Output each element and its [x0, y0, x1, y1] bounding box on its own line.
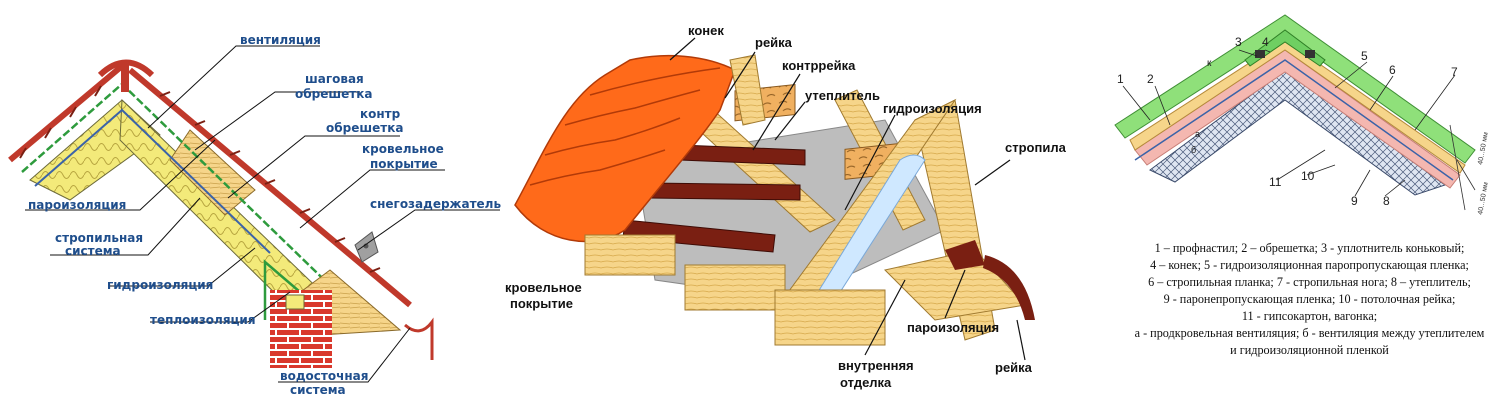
roof-tiles-right: [128, 67, 412, 308]
ridge-cap: [1244, 29, 1326, 67]
label-rafter-system-2: система: [65, 244, 121, 258]
label-roofing-1: кровельное: [362, 142, 444, 156]
label-insulation: теплоизоляция: [150, 313, 256, 327]
legend-line: 9 - паронепропускающая пленка; 10 - пото…: [1163, 292, 1456, 306]
parts-legend: 1 – профнастил; 2 – обрешетка; 3 - уплот…: [1107, 240, 1512, 359]
gutter: [404, 317, 434, 360]
interior-batten: [945, 240, 985, 270]
label-counter-batten-2: обрешетка: [326, 121, 404, 135]
tile-steps: [19, 85, 381, 273]
part-number-4: 4: [1262, 35, 1269, 49]
label-interior-2: отделка: [840, 375, 892, 390]
leader-lines: [25, 45, 500, 383]
legend-line: 11 - гипсокартон, вагонка;: [1241, 309, 1378, 323]
roof-section-drawing: [8, 45, 500, 383]
part-number-6: 6: [1389, 63, 1396, 77]
legend-line: а - продкровельная вентиляция; б - венти…: [1134, 326, 1485, 340]
profiled-sheet: [1114, 14, 1476, 164]
roof-3d-diagram: конек рейка контррейка утеплитель гидрои…: [505, 0, 1095, 400]
legend-line: и гидроизоляционной пленкой: [1230, 343, 1389, 357]
label-roofing-2: покрытие: [370, 157, 438, 171]
label-insulation: утеплитель: [805, 88, 880, 103]
roof-tiles-left: [8, 63, 124, 163]
wall-plate-left: [584, 234, 676, 276]
legend-line: 6 – стропильная планка; 7 - стропильная …: [1148, 275, 1471, 289]
roof-section-diagram: вентиляция шаговая обрешетка контр обреш…: [0, 0, 505, 400]
label-ventilation: вентиляция: [240, 33, 321, 47]
label-waterproofing: гидроизоляция: [107, 278, 214, 292]
dimension-lines: [1449, 124, 1476, 211]
label-drainage-2: система: [290, 383, 346, 397]
legend-line: 4 – конек; 5 - гидроизоляционная паропро…: [1150, 258, 1469, 272]
part-number-10: 10: [1301, 169, 1315, 183]
part-number-1: 1: [1117, 72, 1124, 86]
gap-label-b: б: [1191, 145, 1197, 155]
part-number-7: 7: [1451, 65, 1458, 79]
wall-plate: [285, 294, 305, 310]
gap-label-a: а: [1195, 129, 1201, 139]
legend-line: 1 – профнастил; 2 – обрешетка; 3 - уплот…: [1154, 241, 1465, 255]
wall-plate-mid: [684, 264, 786, 311]
membrane-line: [1134, 59, 1454, 181]
label-k: к: [1207, 58, 1212, 69]
label-snow-guard: снегозадержатель: [370, 197, 502, 211]
label-vapor-barrier: пароизоляция: [907, 320, 1000, 335]
label-drainage-1: водосточная: [280, 369, 369, 383]
label-interior-1: внутренняя: [838, 358, 914, 373]
label-batten: рейка: [755, 35, 792, 50]
label-vapor-barrier: пароизоляция: [28, 198, 127, 212]
label-rafters: стропила: [1005, 140, 1066, 155]
part-number-8: 8: [1383, 194, 1390, 208]
label-waterproofing: гидроизоляция: [883, 101, 982, 116]
label-roofing-2: покрытие: [510, 296, 573, 311]
ridge-beam: [729, 54, 766, 126]
part-number-2: 2: [1147, 72, 1154, 86]
ridge-seal-right: [1305, 50, 1315, 58]
part-number-3: 3: [1235, 35, 1242, 49]
ridge-section-drawing: [1114, 14, 1476, 211]
ridge-section-diagram: 1 2 3 4 5 6 7 8 9 10 11 к а б 40...50 мм…: [1095, 0, 1512, 400]
vapor-barrier-line: [34, 108, 271, 254]
counter-battens: [622, 144, 806, 253]
wall-plate-front: [774, 289, 886, 346]
vapor-barrier-curl: [983, 255, 1035, 320]
label-ridge: конек: [688, 23, 724, 38]
wall-membrane: [263, 259, 301, 320]
part-number-5: 5: [1361, 49, 1368, 63]
ridge-post: [121, 62, 129, 92]
ridge-seal-left: [1255, 50, 1265, 58]
label-step-batten-1: шаговая: [305, 72, 364, 86]
part-number-9: 9: [1351, 194, 1358, 208]
label-rafter-system-1: стропильная: [55, 231, 144, 245]
part-number-11: 11: [1269, 175, 1282, 189]
label-roofing-1: кровельное: [505, 280, 582, 295]
leader-arrows: [669, 37, 1026, 361]
label-counter-batten: контррейка: [782, 58, 856, 73]
roof-3d-drawing: [514, 37, 1035, 361]
label-step-batten-2: обрешетка: [295, 87, 373, 101]
snow-guard: [354, 231, 379, 263]
tile-rows: [529, 67, 721, 186]
label-counter-batten-1: контр: [360, 107, 401, 121]
label-batten-bottom: рейка: [995, 360, 1032, 375]
number-leaders: [1122, 49, 1456, 197]
